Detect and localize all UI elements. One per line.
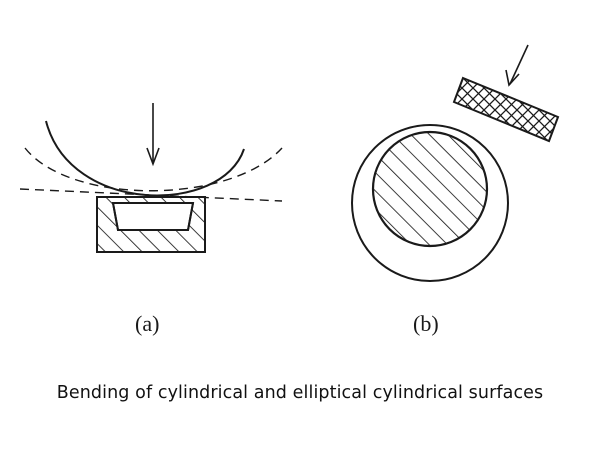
- panel-a: (a): [19, 103, 283, 336]
- workpiece-curve-a: [45, 120, 245, 197]
- tool-bar-b: [452, 76, 560, 143]
- panel-b-label: (b): [413, 311, 439, 336]
- outer-ring-b: [351, 124, 509, 282]
- dashed-arc-a: [24, 147, 283, 192]
- hatched-disk-b: [371, 130, 489, 248]
- panel-a-label: (a): [135, 311, 159, 336]
- figure-caption: Bending of cylindrical and elliptical cy…: [56, 383, 544, 403]
- dashed-line-a: [19, 188, 283, 202]
- force-arrow-a: [146, 103, 160, 167]
- panel-b: (b): [351, 44, 560, 336]
- force-arrow-b: [505, 44, 529, 87]
- die-pocket-a: [112, 202, 194, 231]
